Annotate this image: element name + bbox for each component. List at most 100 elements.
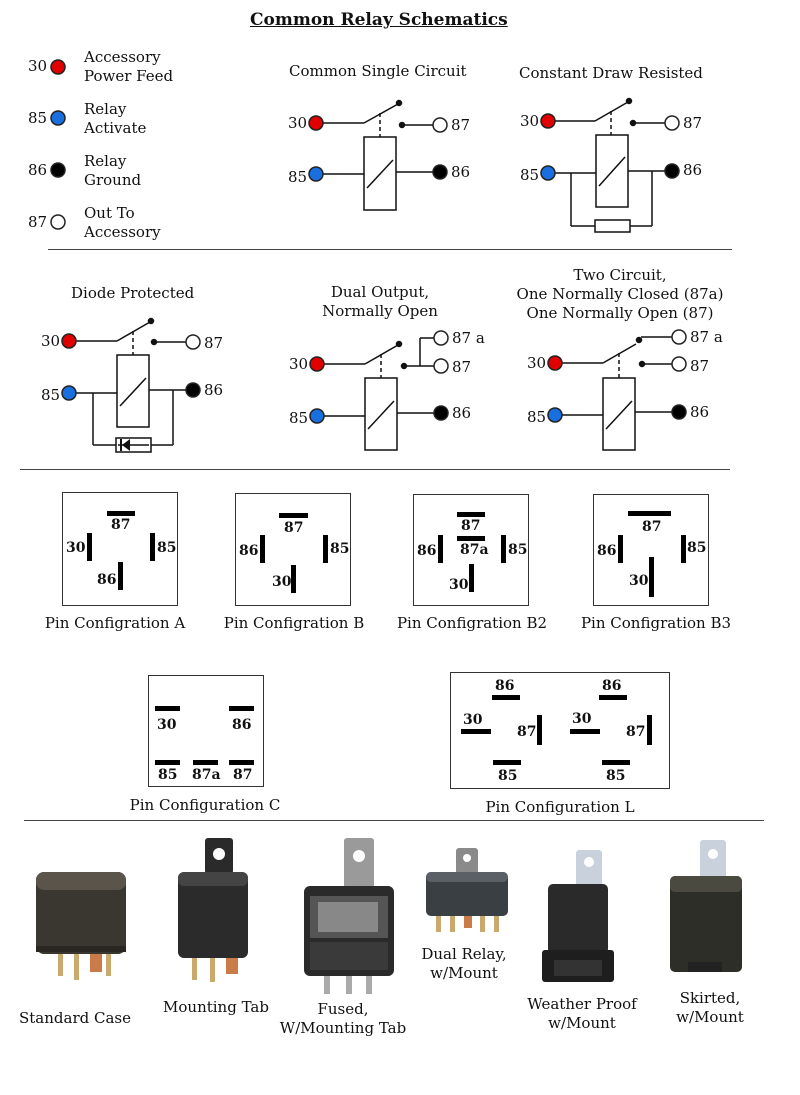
pin-label-30: 30 [520,112,540,130]
pin-terminal [323,535,328,563]
relay-standard-case-image [36,872,126,980]
pin-terminal [461,729,491,734]
pin-label: 87 [111,517,131,533]
pin-config-a-box: 87 30 85 86 [62,492,178,606]
pin-label-86: 86 [683,161,703,179]
pin-label-85: 85 [289,409,309,427]
relay-dual-relay-image [426,848,508,932]
pin-label: 30 [572,711,592,727]
relay-mounting-tab-image [178,838,248,982]
pin-label: 85 [157,540,177,556]
legend-label: Out To [84,204,135,222]
pin-86-dot [50,162,66,178]
pin-label-85: 85 [520,166,540,184]
pin-label: 85 [606,768,626,784]
pin-label: 85 [687,540,707,556]
divider [48,249,732,250]
schematic-title: Diode Protected [71,284,195,302]
pin-terminal [649,557,654,597]
pin-85-dot [50,110,66,126]
pin-label-30: 30 [288,114,308,132]
pin-terminal [501,535,506,563]
pin-label: 30 [463,712,483,728]
pin-label-85: 85 [527,408,547,426]
pin-label-86: 86 [451,163,471,181]
pin-config-c-box: 30 86 85 87a 87 [148,675,264,787]
pin-label-87: 87 [683,114,703,132]
pin-config-l-box: 86 30 87 85 86 30 87 85 [450,672,670,789]
pin-label-87: 87 [451,116,471,134]
pin-terminal [469,564,474,592]
pin-label-87: 87 [452,358,472,376]
pin-label-86: 86 [204,381,224,399]
pin-label-85: 85 [41,386,61,404]
legend-label: Accessory [84,48,161,66]
relay-caption: Fused, [317,1000,369,1018]
pin-label: 30 [66,540,86,556]
pin-terminal [493,760,521,765]
pin-terminal [457,536,485,541]
pin-terminal [155,760,180,765]
pin-label: 87a [192,767,221,783]
relay-caption: Dual Relay, [421,945,507,963]
relay-caption: w/Mount [676,1008,744,1026]
pin-label: 86 [239,543,259,559]
pin-label-87: 87 [690,357,710,375]
schematic-title: Common Single Circuit [289,62,467,80]
pin-label: 30 [449,577,469,593]
pin-label: 30 [157,717,177,733]
relay-caption: w/Mount [430,964,498,982]
pin-label-87: 87 [204,334,224,352]
pin-label: 87 [517,724,537,740]
pin-terminal [628,511,671,516]
legend-label: Accessory [84,223,161,241]
divider [24,820,764,821]
pin-label: 86 [97,572,117,588]
pin-label: 85 [508,542,528,558]
legend-label: Relay [84,100,127,118]
pin-config-b3-box: 87 86 85 30 [593,494,709,606]
pin-terminal [87,533,92,561]
pin-label: 87 [461,518,481,534]
pin-terminal [260,535,265,563]
pin-terminal [150,533,155,561]
pin-label: 86 [597,543,617,559]
pin-terminal [107,511,135,516]
pin-terminal [155,706,180,711]
legend-pin-87: 87 [28,213,48,231]
pin-config-b3-caption: Pin Configration B3 [580,614,732,632]
pin-terminal [647,715,652,745]
pin-label: 87 [642,519,662,535]
pin-label: 30 [629,573,649,589]
pin-terminal [537,715,542,745]
relay-caption: Weather Proof [527,995,637,1013]
pin-terminal [118,562,123,590]
pin-terminal [229,706,254,711]
pin-label: 86 [602,678,622,694]
pin-terminal [618,535,623,563]
relay-skirted-image [670,840,742,972]
pin-label: 85 [158,767,178,783]
pin-config-a-caption: Pin Configration A [44,614,186,632]
legend-pin-86: 86 [28,161,48,179]
schematic-title: Constant Draw Resisted [519,64,703,82]
pin-config-b2-caption: Pin Configration B2 [396,614,548,632]
pin-label: 86 [495,678,515,694]
pin-config-c-caption: Pin Configuration C [129,796,281,814]
page-title: Common Relay Schematics [250,10,508,30]
pin-config-b2-box: 87 87a 86 85 30 [413,494,529,606]
legend-label: Power Feed [84,67,174,85]
relay-fused-image [304,838,394,994]
schematic-title: Dual Output, [330,283,430,301]
legend-label: Ground [84,171,142,189]
pin-label-86: 86 [690,403,710,421]
schematic-title: Two Circuit, [573,266,667,284]
pin-config-l-caption: Pin Configuration L [485,798,635,816]
pin-terminal [492,695,520,700]
pin-87-dot [50,214,66,230]
pin-label: 85 [498,768,518,784]
legend-pin-30: 30 [28,57,48,75]
pin-terminal [279,513,308,518]
pin-terminal [291,565,296,593]
pin-terminal [229,760,254,765]
